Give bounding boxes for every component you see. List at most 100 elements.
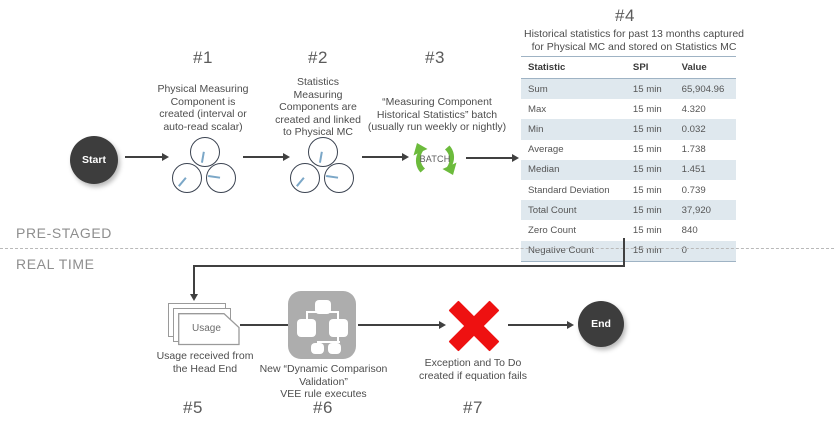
hierarchy-node-bottom-right: [328, 343, 341, 354]
cell-value: 0.739: [681, 184, 706, 196]
caption-line: to Physical MC: [282, 126, 354, 139]
step-number-5: #5: [183, 398, 203, 417]
document-label: Usage: [192, 323, 221, 334]
cell-statistic: Standard Deviation: [528, 184, 610, 196]
hierarchy-node-left: [297, 319, 316, 337]
arrow-step3-to-step4: [466, 153, 522, 163]
table-row: Sum 15 min 65,904.96: [521, 78, 736, 100]
caption-line: Historical statistics for past 13 months…: [523, 28, 744, 40]
step-6-caption: New “Dynamic Comparison Validation” VEE …: [241, 363, 406, 401]
arrow-shaft: [243, 156, 284, 158]
table-row: Min 15 min 0.032: [521, 119, 736, 140]
end-node[interactable]: End: [578, 301, 624, 347]
arrow-step2-to-step3: [362, 152, 410, 162]
hierarchy-link-right-v: [337, 311, 339, 323]
caption-line: created if equation fails: [419, 369, 527, 382]
step-number-6: #6: [313, 398, 333, 417]
meter-needle: [325, 175, 339, 179]
cell-spi: 15 min: [632, 144, 662, 156]
arrow-shaft: [466, 157, 513, 159]
batch-label: BATCH: [419, 154, 451, 164]
arrow-step7-to-end: [508, 320, 578, 330]
arrow-shaft: [125, 156, 163, 158]
step-number-3: #3: [425, 48, 445, 67]
end-node-label: End: [591, 318, 611, 330]
table-row: Standard Deviation 15 min 0.739: [521, 180, 736, 200]
caption-line: New “Dynamic Comparison Validation”: [259, 363, 388, 388]
caption-line: for Physical MC and stored on Statistics…: [531, 41, 737, 53]
meter-icon: [206, 163, 236, 193]
caption-line: the Head End: [172, 362, 238, 375]
arrow-head: [162, 152, 169, 161]
step-7-caption: Exception and To Do created if equation …: [412, 357, 534, 382]
cell-statistic: Sum: [521, 78, 626, 100]
caption-line: (usually run weekly or nightly): [367, 121, 507, 134]
meter-icon: [324, 163, 354, 193]
arrow-step1-to-step2: [243, 152, 291, 162]
arrow-head: [439, 320, 446, 329]
cell-value: 840: [681, 224, 698, 236]
arrow-shaft: [508, 324, 568, 326]
cell-value: 37,920: [674, 200, 736, 221]
hierarchy-link-left-v: [306, 311, 308, 323]
connector-vertical-right: [623, 238, 625, 267]
table-row: Average 15 min 1.738: [521, 140, 736, 160]
start-node-label: Start: [82, 154, 106, 166]
connector-vertical-left: [193, 265, 195, 295]
statistics-table: Statistic SPI Value Sum 15 min 65,904.96…: [521, 56, 736, 262]
red-x-icon: [447, 299, 501, 353]
cell-spi: 15 min: [625, 200, 675, 221]
step-1-caption: Physical Measuring Component is created …: [144, 83, 262, 133]
cell-value: 0.032: [674, 119, 736, 140]
step-number-7: #7: [463, 398, 483, 417]
step-number-4: #4: [615, 6, 635, 25]
step-number-2: #2: [308, 48, 328, 67]
connector-horizontal: [193, 265, 625, 267]
table-row: Negative Count 15 min 0: [521, 240, 736, 262]
step-5-caption: Usage received from the Head End: [143, 350, 267, 375]
cell-spi: 15 min: [625, 78, 675, 100]
step-3-caption: “Measuring Component Historical Statisti…: [363, 96, 511, 134]
step-2-caption: Statistics Measuring Components are crea…: [262, 76, 374, 139]
step-4-caption: Historical statistics for past 13 months…: [520, 28, 748, 54]
table-header-row: Statistic SPI Value: [521, 56, 736, 79]
meter-needle: [201, 151, 205, 163]
meter-icon: [190, 137, 220, 167]
hierarchy-link-bottom-v: [337, 335, 339, 343]
column-header-statistic: Statistic: [521, 56, 626, 79]
caption-line: auto-read scalar): [163, 120, 243, 133]
table-row: Zero Count 15 min 840: [521, 220, 736, 240]
arrow-shaft: [358, 324, 440, 326]
meter-needle: [207, 175, 221, 179]
caption-line: created and linked: [275, 113, 361, 126]
batch-arrows-svg: [413, 143, 457, 175]
caption-line: created (interval or: [159, 108, 247, 121]
cell-statistic: Zero Count: [528, 224, 576, 236]
meter-cluster-icon-1: [172, 137, 238, 193]
caption-line: Measuring: [293, 88, 343, 101]
cell-statistic: Median: [521, 159, 626, 180]
arrow-start-to-step1: [125, 152, 170, 162]
meter-needle: [319, 151, 323, 163]
cell-spi: 15 min: [625, 240, 675, 262]
hierarchy-node-right: [329, 319, 348, 337]
cell-statistic: Average: [528, 144, 564, 156]
caption-line: “Measuring Component: [382, 96, 492, 108]
step-number-1: #1: [193, 48, 213, 67]
band-label-realtime: REAL TIME: [16, 256, 95, 272]
arrow-head: [283, 152, 290, 161]
connector-step4-to-step5: [189, 238, 630, 308]
caption-line: Exception and To Do: [424, 357, 522, 369]
table-row: Max 15 min 4.320: [521, 99, 736, 119]
meter-needle: [296, 177, 305, 187]
arrow-head: [189, 294, 198, 301]
caption-line: Historical Statistics” batch: [376, 108, 498, 121]
cell-value: 4.320: [681, 103, 706, 115]
batch-refresh-icon: BATCH: [409, 134, 461, 184]
cell-statistic: Max: [528, 103, 547, 115]
start-node[interactable]: Start: [70, 136, 118, 184]
arrow-head: [402, 152, 409, 161]
cell-statistic: Total Count: [521, 200, 626, 221]
column-header-value: Value: [674, 56, 736, 79]
